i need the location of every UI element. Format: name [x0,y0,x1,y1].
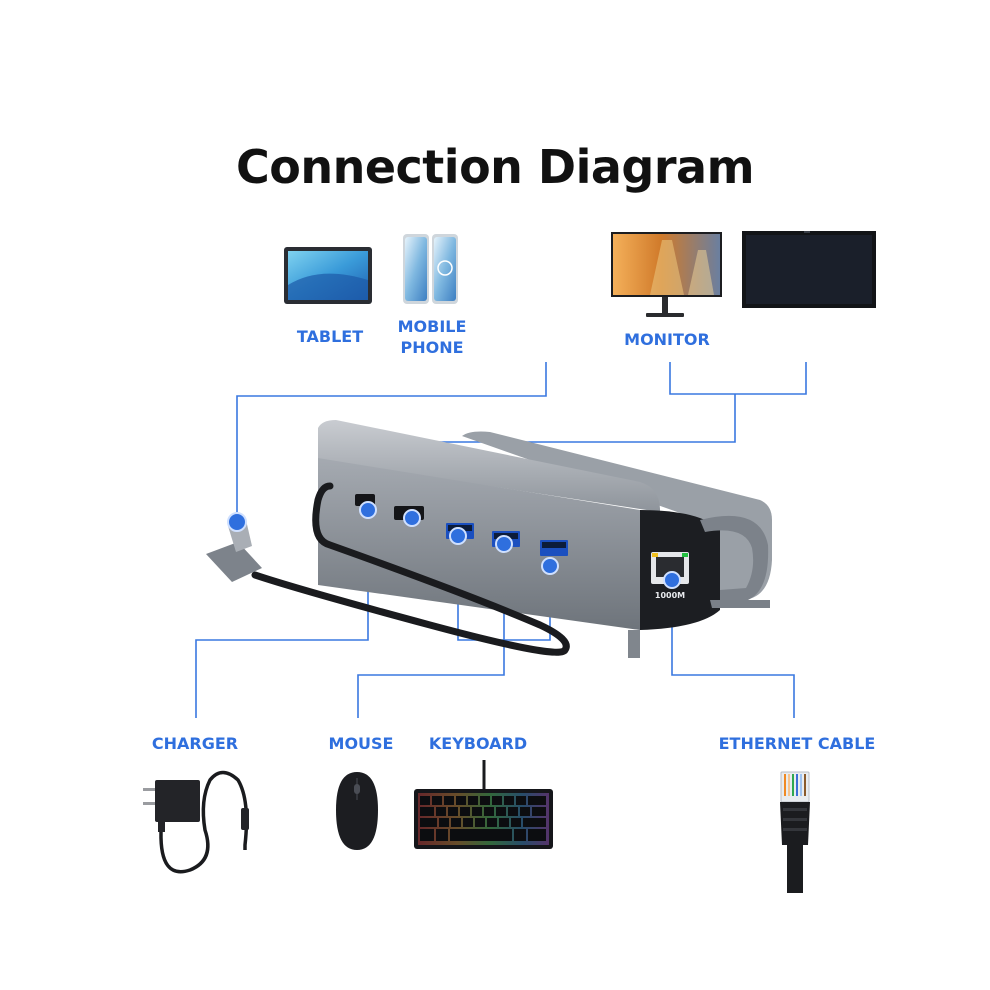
charger-icon [143,770,249,874]
label-mobile-line2: PHONE [400,338,464,357]
keyboard-icon [414,760,553,849]
tv-icon [742,231,876,308]
label-tablet: TABLET [296,327,364,346]
label-keyboard: KEYBOARD [428,734,528,753]
label-mobile-line1: MOBILE [397,317,467,336]
usb-c-cable [206,482,570,656]
label-ethernet-cable: ETHERNET CABLE [718,734,876,753]
hub-device: 1000M [318,420,772,658]
label-mouse: MOUSE [328,734,394,753]
monitor-icon [611,232,722,317]
label-monitor: MONITOR [624,330,710,349]
mobile-phone-icon [403,234,458,304]
mouse-icon [336,772,378,850]
diagram-title: Connection Diagram [235,140,755,194]
ethernet-plug-icon [780,771,810,893]
tablet-icon [284,247,372,304]
lan-speed-label: 1000M [655,591,685,600]
label-charger: CHARGER [151,734,239,753]
label-mobile-phone: MOBILE PHONE [382,316,482,358]
